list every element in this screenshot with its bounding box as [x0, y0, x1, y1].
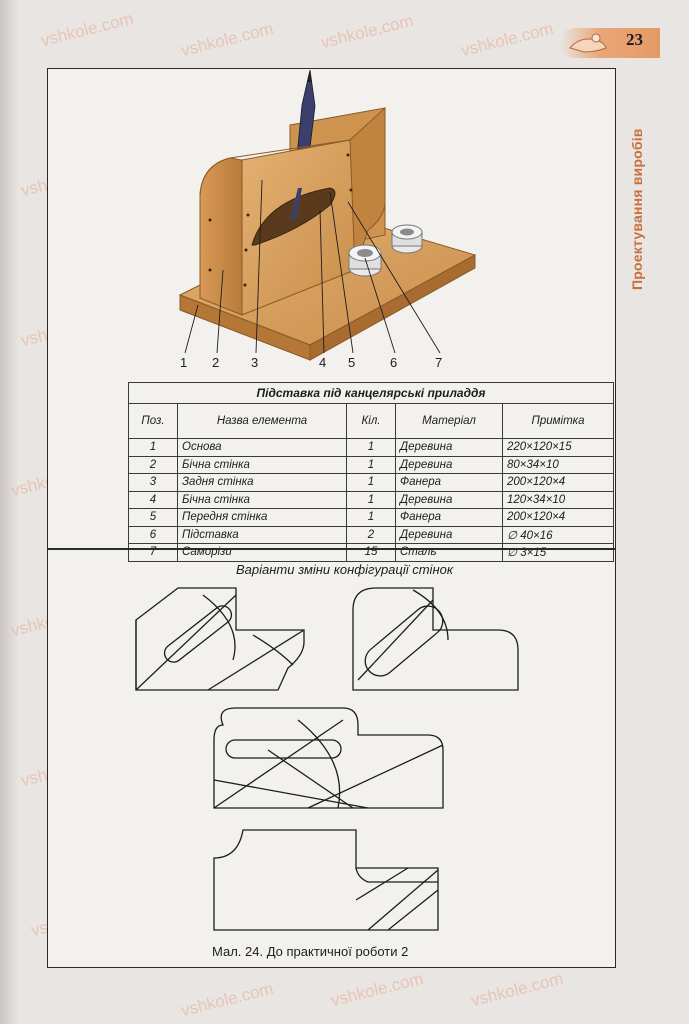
column-header: Кіл. [346, 403, 396, 439]
figure-caption: Мал. 24. До практичної роботи 2 [212, 944, 409, 959]
table-row: 6 Підставка 2 Деревина ∅ 40×16 [128, 525, 614, 544]
cell: Бічна стінка [177, 490, 347, 509]
cell: 2 [346, 525, 396, 544]
cell: 200×120×4 [502, 508, 614, 527]
cell: 15 [346, 543, 396, 562]
column-header: Примітка [502, 403, 614, 439]
watermark: vshkole.com [178, 18, 276, 61]
cell: 5 [128, 508, 178, 527]
cell: Задня стінка [177, 473, 347, 492]
section-divider [47, 548, 616, 550]
cell: ∅ 3×15 [502, 543, 614, 562]
cell: Деревина [395, 490, 503, 509]
callout-5: 5 [348, 355, 355, 370]
variant-2-drawing [352, 587, 519, 691]
cell: 3 [128, 473, 178, 492]
cell: 2 [128, 455, 178, 474]
wall-variants-drawings [135, 587, 519, 931]
table-caption: Підставка під канцелярські приладдя [128, 382, 614, 403]
cell: 1 [346, 455, 396, 474]
table-row: 3 Задня стінка 1 Фанера 200×120×4 [128, 473, 614, 492]
cell: Деревина [395, 438, 503, 457]
cell: 1 [346, 473, 396, 492]
watermark: vshkole.com [458, 18, 556, 61]
cell: 220×120×15 [502, 438, 614, 457]
section-title: Проектування виробів [629, 80, 649, 290]
table-row: 4 Бічна стінка 1 Деревина 120×34×10 [128, 490, 614, 509]
table-row: 5 Передня стінка 1 Фанера 200×120×4 [128, 508, 614, 527]
cell: Фанера [395, 508, 503, 527]
section-title-text: Проектування виробів [629, 128, 645, 290]
variant-3-drawing [213, 707, 444, 809]
page-binding-shadow [0, 0, 18, 1024]
parts-table-grid: Поз. Назва елемента Кіл. Матеріал Приміт… [128, 403, 614, 562]
variants-title: Варіанти зміни конфігурації стінок [236, 562, 453, 577]
watermark: vshkole.com [178, 978, 276, 1021]
cell: 4 [128, 490, 178, 509]
table-header-row: Поз. Назва елемента Кіл. Матеріал Приміт… [128, 403, 614, 439]
cell: ∅ 40×16 [502, 525, 614, 544]
callout-1: 1 [180, 355, 187, 370]
watermark: vshkole.com [328, 968, 426, 1011]
watermark: vshkole.com [38, 8, 136, 51]
cell: Передня стінка [177, 508, 347, 527]
watermark: vshkole.com [318, 10, 416, 53]
table-row: 2 Бічна стінка 1 Деревина 80×34×10 [128, 455, 614, 474]
cell: Бічна стінка [177, 455, 347, 474]
cell: 1 [346, 490, 396, 509]
cell: 80×34×10 [502, 455, 614, 474]
cell: 7 [128, 543, 178, 562]
cell: 1 [346, 438, 396, 457]
cell: Фанера [395, 473, 503, 492]
column-header: Поз. [128, 403, 178, 439]
pencil-decoration-icon [569, 33, 607, 53]
callout-3: 3 [251, 355, 258, 370]
callout-2: 2 [212, 355, 219, 370]
cell: Сталь [395, 543, 503, 562]
callout-4: 4 [319, 355, 326, 370]
cell: Деревина [395, 525, 503, 544]
column-header: Назва елемента [177, 403, 347, 439]
cell: Основа [177, 438, 347, 457]
cell: 120×34×10 [502, 490, 614, 509]
cell: Підставка [177, 525, 347, 544]
variant-1-drawing [135, 587, 305, 691]
cell: 1 [346, 508, 396, 527]
cell: Деревина [395, 455, 503, 474]
variant-4-drawing [213, 829, 439, 931]
cell: 200×120×4 [502, 473, 614, 492]
parts-table: Підставка під канцелярські приладдя Поз.… [128, 382, 614, 562]
table-row: 7 Саморізи 15 Сталь ∅ 3×15 [128, 543, 614, 562]
column-header: Матеріал [395, 403, 503, 439]
pen-stand-illustration: 1 2 3 4 5 6 7 [178, 70, 477, 370]
cell: Саморізи [177, 543, 347, 562]
callout-6: 6 [390, 355, 397, 370]
cell: 6 [128, 525, 178, 544]
watermark: vshkole.com [468, 968, 566, 1011]
callout-7: 7 [435, 355, 442, 370]
table-row: 1 Основа 1 Деревина 220×120×15 [128, 438, 614, 457]
page-number: 23 [626, 30, 643, 49]
cell: 1 [128, 438, 178, 457]
